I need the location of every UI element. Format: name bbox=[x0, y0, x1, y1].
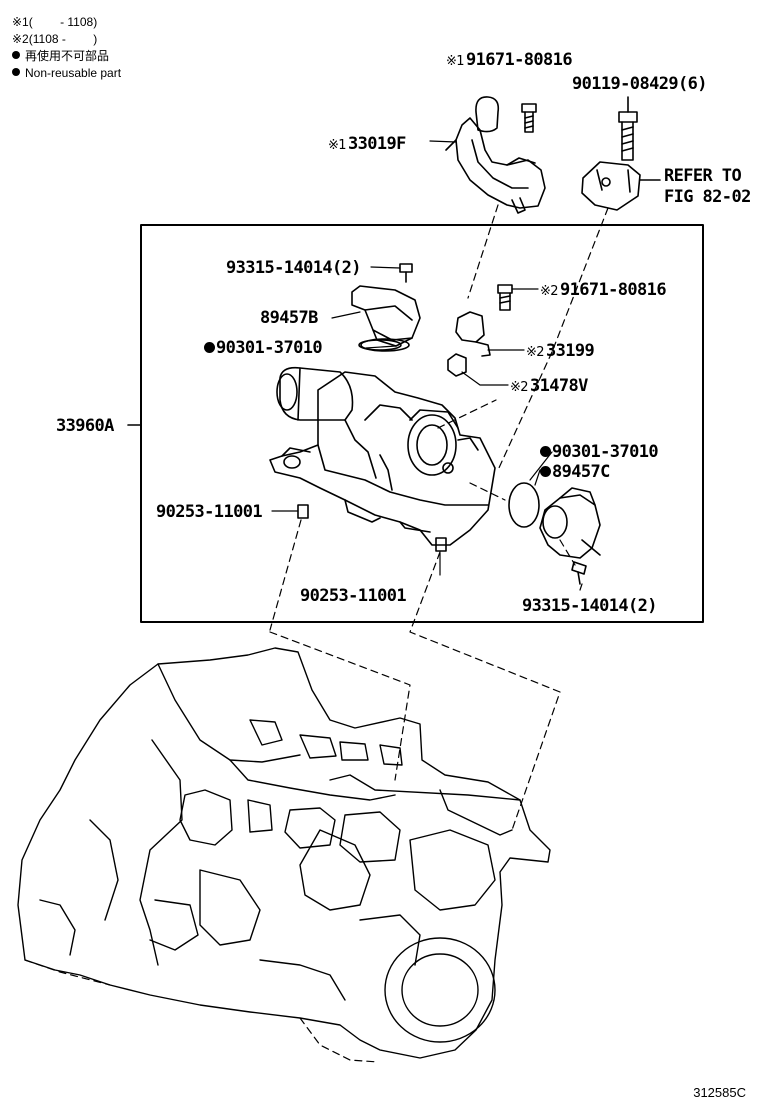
actuator-body-33960A bbox=[269, 366, 496, 546]
label-89457B: 89457B bbox=[260, 308, 318, 328]
bushing-90253-bottom-part bbox=[435, 537, 447, 552]
part-number: 90119-08429(6) bbox=[572, 74, 707, 94]
note-1-text: ( - 1108) bbox=[28, 15, 98, 29]
part-number: 93315-14014(2) bbox=[226, 258, 361, 278]
part-31478V bbox=[447, 353, 467, 377]
part-number: 33960A bbox=[56, 416, 114, 436]
part-number: 90301-37010 bbox=[216, 338, 323, 358]
part-number: 33019F bbox=[347, 134, 406, 154]
guide-lines bbox=[269, 204, 609, 831]
nonreusable-bullet-icon bbox=[204, 342, 215, 353]
label-note-mark: ※1 bbox=[328, 138, 347, 153]
bolt-90119-part bbox=[618, 96, 638, 161]
label-90253-left: 90253-11001 bbox=[156, 502, 263, 522]
label-93315-bottom: 93315-14014(2) bbox=[522, 596, 657, 616]
label-33960A: 33960A bbox=[56, 416, 114, 436]
figure-id: 312585C bbox=[693, 1085, 746, 1100]
label-90301-right: 90301-37010 bbox=[540, 442, 659, 462]
transmission-hidden-lines bbox=[24, 959, 379, 1063]
label-fig-ref: FIG 82-02 bbox=[664, 187, 751, 207]
label-90301-left: 90301-37010 bbox=[204, 338, 323, 358]
part-number: 90253-11001 bbox=[156, 502, 263, 522]
label-93315-top: 93315-14014(2) bbox=[226, 258, 361, 278]
sensor-89457C-part bbox=[539, 487, 601, 559]
note-2-mark: ※2 bbox=[12, 32, 29, 46]
part-number: 90301-37010 bbox=[552, 442, 659, 462]
part-number: 91671-80816 bbox=[465, 50, 573, 70]
label-90253-bottom: 90253-11001 bbox=[300, 586, 407, 606]
bolt-91671-mid-part bbox=[497, 284, 513, 311]
legend: ※1( - 1108) ※2(1108 - ) 再使用不可部品 Non-reus… bbox=[12, 14, 121, 82]
leader-lines bbox=[271, 140, 583, 591]
part-number: 93315-14014(2) bbox=[522, 596, 657, 616]
part-number: 89457C bbox=[552, 462, 610, 482]
bolt-93315-bottom-part bbox=[571, 561, 587, 585]
assembly-frame bbox=[140, 224, 704, 623]
transmission-housing bbox=[17, 647, 551, 1059]
part-number: 33199 bbox=[545, 341, 595, 361]
part-number: 89457B bbox=[260, 308, 318, 328]
bracket-33019F-part bbox=[445, 96, 546, 214]
note-2-text: (1108 - ) bbox=[28, 32, 98, 46]
nonreusable-bullet-icon bbox=[12, 68, 20, 76]
label-note-mark: ※2 bbox=[526, 345, 545, 360]
sensor-89457B-part bbox=[351, 263, 421, 352]
nonreusable-jp-text: 再使用不可部品 bbox=[25, 49, 110, 63]
nonreusable-bullet-icon bbox=[540, 466, 551, 477]
fig-ref-text: FIG 82-02 bbox=[664, 187, 751, 207]
nonreusable-bullet-icon bbox=[12, 51, 20, 59]
label-89457C: 89457C bbox=[540, 462, 610, 482]
note-1-mark: ※1 bbox=[12, 15, 29, 29]
oring-90301-left-part bbox=[358, 339, 402, 351]
bracket-refer-part bbox=[581, 161, 661, 211]
label-note-mark: ※2 bbox=[540, 284, 559, 299]
part-number: 31478V bbox=[529, 376, 588, 396]
bolt-91671-top-part bbox=[521, 103, 537, 133]
nonreusable-bullet-icon bbox=[540, 446, 551, 457]
label-note-mark: ※2 bbox=[510, 380, 529, 395]
legend-nonreusable-jp: 再使用不可部品 bbox=[12, 48, 121, 65]
label-90119: 90119-08429(6) bbox=[572, 74, 707, 94]
oring-90301-right-part bbox=[508, 482, 540, 528]
legend-nonreusable-en: Non-reusable part bbox=[12, 65, 121, 82]
nonreusable-en-text: Non-reusable part bbox=[25, 66, 122, 80]
legend-note-1: ※1( - 1108) bbox=[12, 14, 121, 31]
part-number: 90253-11001 bbox=[300, 586, 407, 606]
bushing-90253-left-part bbox=[297, 504, 309, 519]
part-number: 91671-80816 bbox=[559, 280, 667, 300]
part-33199 bbox=[455, 311, 491, 357]
label-note-mark: ※1 bbox=[446, 54, 465, 69]
label-refer-to: REFER TO bbox=[664, 166, 742, 186]
legend-note-2: ※2(1108 - ) bbox=[12, 31, 121, 48]
refer-text: REFER TO bbox=[664, 166, 742, 186]
